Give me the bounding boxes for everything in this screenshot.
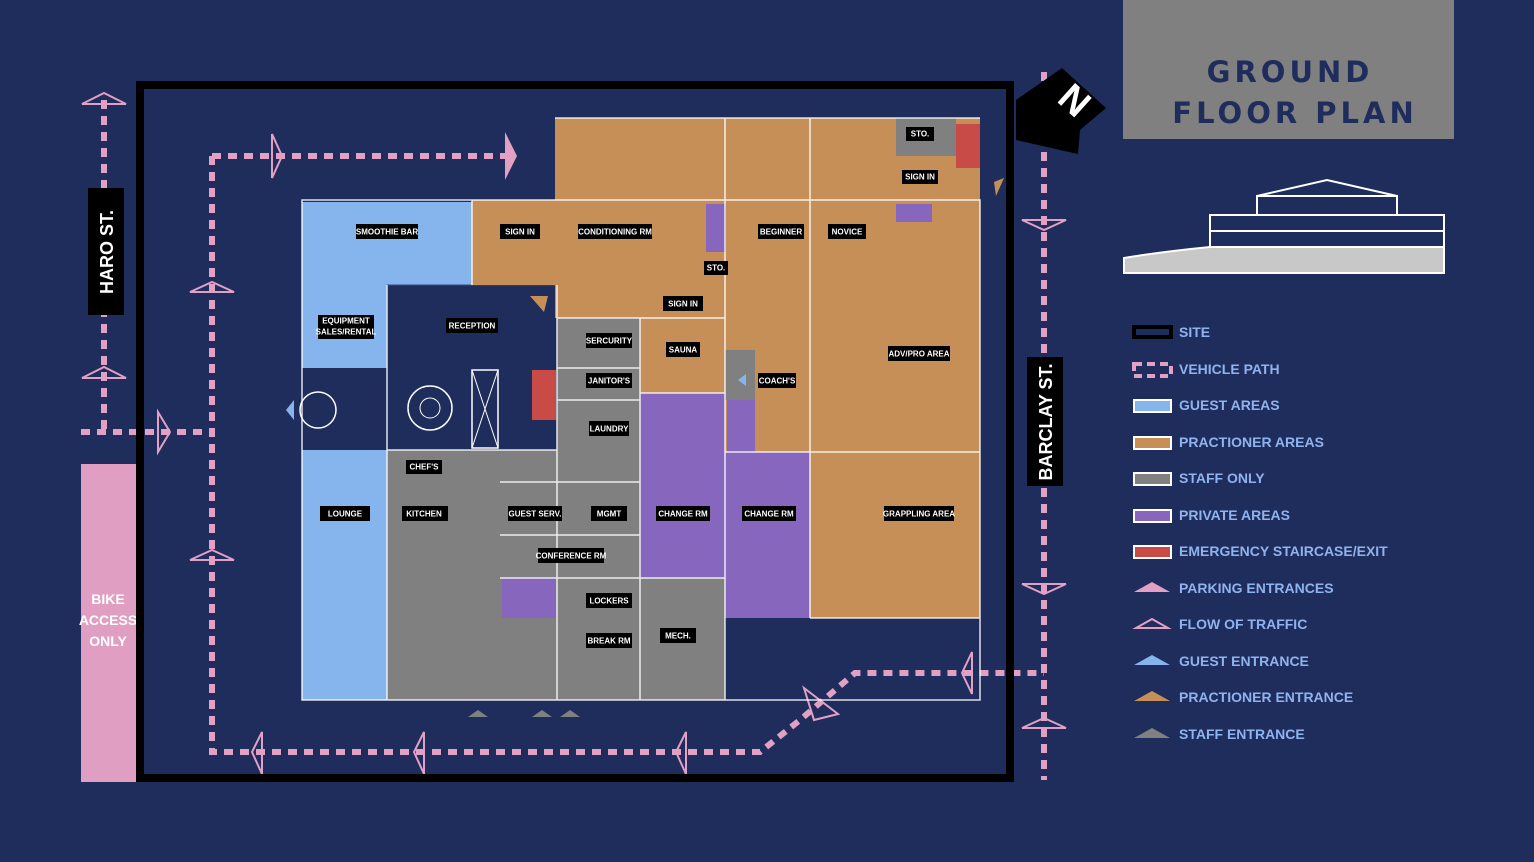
room-labels: SMOOTHIE BAR EQUIPMENT SALES/RENTAL RECE… <box>316 127 955 648</box>
label-change-rm-1: CHANGE RM <box>658 510 708 519</box>
label-chefs: CHEF'S <box>409 463 439 472</box>
legend-label-3: PRACTIONER AREAS <box>1179 434 1324 450</box>
private-swatch-icon <box>1133 509 1172 523</box>
label-kitchen: KITCHEN <box>406 510 442 519</box>
guest-swatch-icon <box>1133 399 1172 413</box>
private-stall-1 <box>706 204 726 252</box>
building-elevation-icon <box>1123 178 1445 274</box>
legend-label-1: VEHICLE PATH <box>1179 361 1280 377</box>
title-line-2: FLOOR PLAN <box>1172 96 1417 130</box>
label-beginner: BEGINNER <box>760 228 802 237</box>
label-grappling: GRAPPLING AREA <box>883 510 955 519</box>
smoothie-bar-room <box>302 202 472 285</box>
label-sauna: SAUNA <box>669 346 698 355</box>
label-adv-pro: ADV/PRO AREA <box>888 350 949 359</box>
site-boundary <box>136 81 1014 782</box>
pink-triangle-icon <box>1134 582 1170 592</box>
legend-label-11: STAFF ENTRANCE <box>1179 726 1305 742</box>
label-equipment-1: EQUIPMENT <box>322 317 370 326</box>
label-novice: NOVICE <box>832 228 863 237</box>
practitioner-swatch-icon <box>1133 436 1172 450</box>
legend-label-0: SITE <box>1179 324 1210 340</box>
emergency-stair-2 <box>532 370 556 420</box>
legend: SITE VEHICLE PATH GUEST AREAS PRACTIONER… <box>1132 324 1388 742</box>
legend-label-6: EMERGENCY STAIRCASE/EXIT <box>1179 543 1388 559</box>
legend-label-7: PARKING ENTRANCES <box>1179 580 1334 596</box>
label-reception: RECEPTION <box>449 322 496 331</box>
legend-label-8: FLOW OF TRAFFIC <box>1179 616 1307 632</box>
haro-street-label: HARO ST. <box>97 210 117 294</box>
label-break-rm: BREAK RM <box>587 637 630 646</box>
label-lounge: LOUNGE <box>328 510 363 519</box>
label-sign-in-2: SIGN IN <box>668 300 698 309</box>
label-laundry: LAUNDRY <box>590 425 629 434</box>
label-sign-in-3: SIGN IN <box>905 173 935 182</box>
staff-entrance-marker-1 <box>468 710 488 717</box>
practitioner-entrance-marker-1 <box>530 296 548 312</box>
building <box>299 117 981 701</box>
legend-label-2: GUEST AREAS <box>1179 397 1280 413</box>
label-mech: MECH. <box>665 632 691 641</box>
grappling-room <box>810 452 980 618</box>
bike-label-2: ACCESS <box>79 612 137 628</box>
bike-label-1: BIKE <box>91 591 124 607</box>
label-conference: CONFERENCE RM <box>536 552 607 561</box>
orange-triangle-icon <box>1134 691 1170 701</box>
bike-access-strip <box>81 464 136 782</box>
label-lockers: LOCKERS <box>589 597 629 606</box>
label-sto-1: STO. <box>911 130 930 139</box>
private-stall-2 <box>896 204 932 222</box>
legend-label-9: GUEST ENTRANCE <box>1179 653 1309 669</box>
training-area <box>725 118 980 452</box>
label-change-rm-2: CHANGE RM <box>744 510 794 519</box>
haro-street-sign <box>88 188 124 315</box>
legend-label-10: PRACTIONER ENTRANCE <box>1179 689 1353 705</box>
north-arrow: N <box>1016 68 1106 154</box>
title-panel <box>1123 0 1454 139</box>
barclay-street-label: BARCLAY ST. <box>1036 363 1056 480</box>
label-smoothie-bar: SMOOTHIE BAR <box>356 228 418 237</box>
private-stall-3 <box>727 400 755 452</box>
label-equipment-2: SALES/RENTAL <box>316 328 377 337</box>
label-security: SERCURITY <box>586 337 633 346</box>
blue-triangle-icon <box>1134 655 1170 665</box>
elevator-shaft <box>471 369 499 449</box>
spiral-staircase <box>407 385 453 431</box>
parking-entrance-arrows <box>505 132 517 180</box>
outline-triangle-icon <box>1132 617 1172 629</box>
gray-triangle-icon <box>1134 728 1170 738</box>
legend-label-4: STAFF ONLY <box>1179 470 1265 486</box>
label-guest-serv: GUEST SERV. <box>509 510 562 519</box>
label-mgmt: MGMT <box>597 510 622 519</box>
guest-entrance-marker <box>286 400 294 420</box>
label-janitors: JANITOR'S <box>588 377 631 386</box>
change-room-1 <box>640 393 725 578</box>
change-room-2 <box>725 452 810 618</box>
practitioner-entrance-marker-2 <box>994 178 1004 196</box>
site-box-icon <box>1132 325 1173 339</box>
private-stall-4 <box>502 578 556 618</box>
label-coachs: COACH'S <box>759 377 796 386</box>
staff-swatch-icon <box>1133 472 1172 486</box>
bike-label-3: ONLY <box>89 633 127 649</box>
staff-entrance-marker-3 <box>560 710 580 717</box>
dashed-box-icon <box>1132 362 1173 378</box>
label-sign-in-1: SIGN IN <box>505 228 535 237</box>
sign-in-room-1 <box>472 200 557 285</box>
title-line-1: GROUND <box>1207 55 1374 89</box>
coachs-room <box>725 350 755 400</box>
legend-label-5: PRIVATE AREAS <box>1179 507 1290 523</box>
label-conditioning: CONDITIONING RM <box>578 228 652 237</box>
revolving-door <box>299 391 337 429</box>
flow-arrows <box>81 91 1067 775</box>
staff-entrance-marker-2 <box>532 710 552 717</box>
emergency-stair-1 <box>956 124 980 168</box>
lounge-room <box>302 450 387 700</box>
label-sto-2: STO. <box>707 264 726 273</box>
barclay-street-sign <box>1027 357 1063 486</box>
emergency-swatch-icon <box>1133 545 1172 559</box>
coach-entrance-marker <box>738 374 746 386</box>
conditioning-room <box>555 118 725 318</box>
